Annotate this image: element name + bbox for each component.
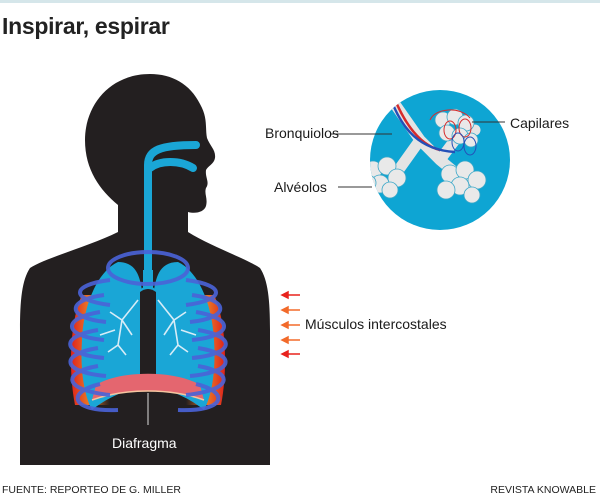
alveoli-inset — [330, 90, 510, 230]
top-rule — [0, 0, 600, 3]
airway — [144, 141, 200, 294]
label-alveolos: Alvéolos — [274, 179, 327, 195]
label-diafragma: Diafragma — [112, 435, 177, 451]
page-title: Inspirar, espirar — [2, 13, 170, 39]
label-bronquiolos: Bronquiolos — [265, 125, 339, 141]
lungs — [68, 250, 228, 425]
intercostal-arrows — [280, 290, 300, 359]
publisher-credit: REVISTA KNOWABLE — [490, 484, 596, 496]
label-capilares: Capilares — [510, 115, 570, 131]
label-musculos-intercostales: Músculos intercostales — [305, 316, 447, 332]
source-credit: FUENTE: REPORTEO DE G. MILLER — [2, 484, 181, 496]
